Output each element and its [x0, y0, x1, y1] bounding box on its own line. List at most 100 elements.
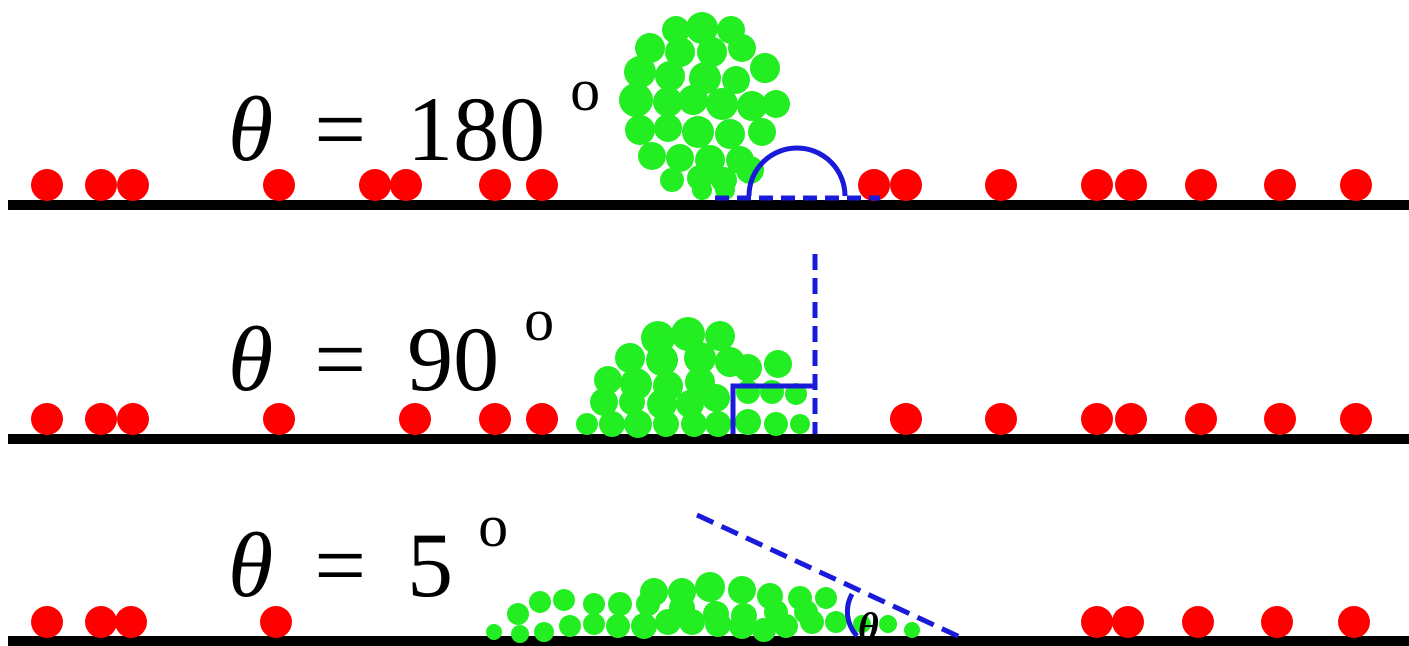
- angle-value: 180: [407, 78, 545, 180]
- droplet-particle-180: [638, 142, 666, 170]
- droplet-particle-180: [686, 12, 718, 44]
- droplet-particle-90: [599, 411, 625, 437]
- surface-particle: [1264, 403, 1296, 435]
- droplet-particle-5: [904, 622, 920, 638]
- droplet-particles: [486, 12, 920, 643]
- droplet-particle-180: [715, 180, 735, 200]
- surface-particle: [260, 606, 292, 638]
- droplet-particle-180: [654, 114, 682, 142]
- droplet-particle-5: [553, 589, 575, 611]
- surface-particle: [479, 403, 511, 435]
- droplet-particle-5: [655, 609, 681, 635]
- droplet-particle-5: [583, 613, 605, 635]
- surface-particle: [390, 169, 422, 201]
- droplet-particle-180: [682, 116, 714, 148]
- droplet-particle-5: [879, 615, 897, 633]
- droplet-particle-90: [734, 354, 762, 382]
- droplet-particle-180: [750, 53, 780, 83]
- droplet-particle-180: [697, 37, 727, 67]
- droplet-particle-180: [692, 180, 712, 200]
- droplet-particle-90: [619, 389, 645, 415]
- surface-particle: [1185, 169, 1217, 201]
- surface-particle: [85, 606, 117, 638]
- surface-particle: [526, 169, 558, 201]
- surface-particle: [890, 403, 922, 435]
- surface-particle: [1264, 169, 1296, 201]
- angle-arc-180: [746, 145, 848, 197]
- degree-superscript: o: [570, 57, 600, 123]
- droplet-particle-5: [825, 611, 847, 633]
- surface-particle: [117, 403, 149, 435]
- equals-sign: =: [314, 308, 366, 410]
- droplet-particle-5: [507, 603, 529, 625]
- angle-construction-5: [695, 512, 964, 641]
- surface-particle: [263, 403, 295, 435]
- droplet-particle-180: [665, 37, 695, 67]
- droplet-particle-5: [583, 593, 605, 615]
- surface-particle: [31, 606, 63, 638]
- surface-particle: [479, 169, 511, 201]
- droplet-particle-5: [705, 611, 731, 637]
- droplet-particle-5: [774, 614, 798, 638]
- droplet-particle-90: [702, 384, 730, 412]
- surface-particle: [1340, 169, 1372, 201]
- droplet-particle-5: [608, 592, 632, 616]
- equals-sign: =: [314, 78, 366, 180]
- droplet-particle-5: [559, 615, 581, 637]
- angle-value: 5: [407, 514, 453, 616]
- droplet-particle-90: [576, 413, 598, 435]
- droplet-particle-90: [590, 388, 618, 416]
- angle-marker-label: θ: [858, 604, 879, 646]
- surface-particle: [1081, 606, 1113, 638]
- surface-particle: [1115, 169, 1147, 201]
- droplet-particle-5: [695, 572, 725, 602]
- surface-particle: [359, 169, 391, 201]
- droplet-particle-180: [655, 61, 685, 91]
- surface-particle: [890, 169, 922, 201]
- label-theta-5: θ = 5 o: [228, 493, 508, 616]
- surface-particle: [1112, 606, 1144, 638]
- surface-particle: [117, 169, 149, 201]
- angle-value: 90: [407, 308, 499, 410]
- surface-particle: [858, 169, 890, 201]
- droplet-particle-5: [800, 610, 824, 634]
- surface-particle: [985, 403, 1017, 435]
- droplet-particle-180: [678, 85, 708, 115]
- droplet-particle-180: [748, 118, 776, 146]
- droplet-particle-5: [606, 614, 630, 638]
- surface-particle: [985, 169, 1017, 201]
- surface-particle: [1261, 606, 1293, 638]
- droplet-particle-180: [660, 168, 684, 192]
- droplet-particle-5: [679, 609, 705, 635]
- surface-particles: [31, 169, 1372, 638]
- surface-particle: [1115, 403, 1147, 435]
- droplet-particle-90: [594, 366, 622, 394]
- surface-particle: [85, 169, 117, 201]
- droplet-particle-90: [615, 343, 645, 373]
- droplet-particle-90: [764, 350, 792, 378]
- substrate-line-3: [8, 636, 1409, 646]
- droplet-particle-5: [529, 591, 551, 613]
- surface-particle: [31, 169, 63, 201]
- droplet-particle-180: [737, 91, 767, 121]
- label-theta-180: θ = 180 o: [228, 57, 600, 180]
- substrate-line-1: [8, 200, 1409, 210]
- droplet-particle-90: [705, 411, 731, 437]
- droplet-particle-180: [619, 83, 653, 117]
- droplet-particle-90: [676, 390, 704, 418]
- droplet-particle-5: [511, 625, 529, 643]
- droplet-particle-5: [752, 618, 776, 642]
- droplet-particle-90: [764, 412, 788, 436]
- tangent-dashed-5: [695, 512, 964, 641]
- substrate-line-2: [8, 434, 1409, 444]
- surface-particle: [1185, 403, 1217, 435]
- degree-superscript: o: [478, 493, 508, 559]
- droplet-particle-5: [728, 576, 756, 604]
- surface-particle: [115, 606, 147, 638]
- droplet-particle-180: [625, 115, 655, 145]
- droplet-particle-90: [684, 342, 716, 374]
- droplet-particle-5: [486, 624, 502, 640]
- surface-particle: [399, 403, 431, 435]
- droplet-particle-5: [853, 615, 871, 633]
- theta-symbol: θ: [228, 308, 273, 410]
